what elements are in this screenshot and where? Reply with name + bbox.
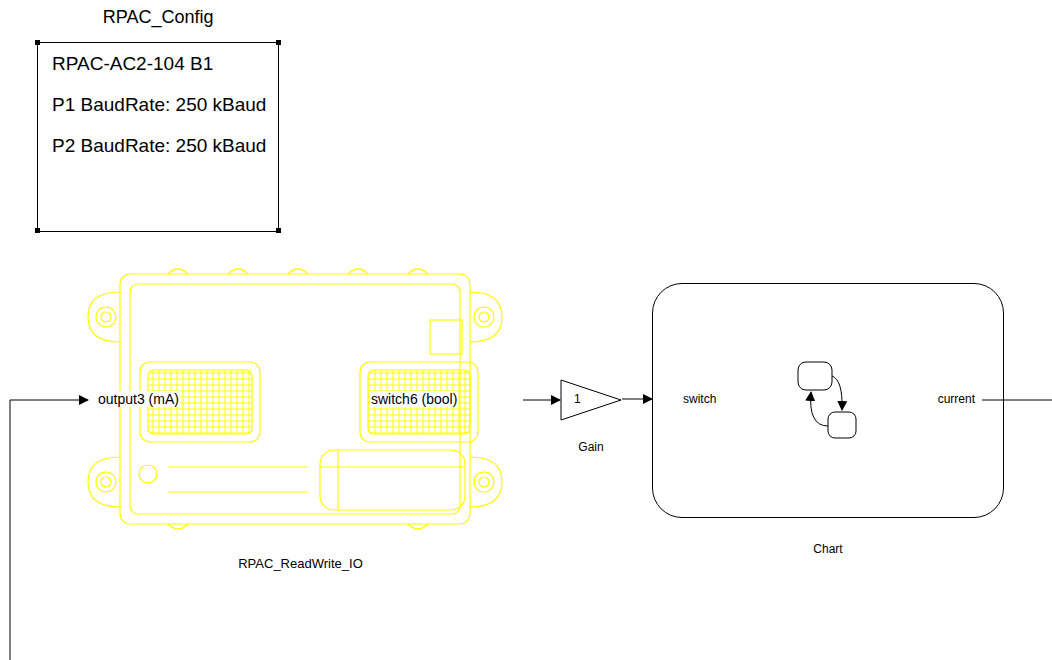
ecu-block: output3 (mA) switch6 (bool) RPAC_ReadWrite… [78, 262, 523, 582]
selection-handle [35, 40, 40, 45]
selection-handle [276, 40, 281, 45]
config-line: P2 BaudRate: 250 kBaud [52, 125, 266, 166]
ecu-illustration [78, 262, 523, 582]
block-name: Chart [653, 542, 1003, 556]
port-label: switch [683, 392, 716, 406]
gain-triangle [560, 378, 622, 422]
block-name: Gain [560, 440, 622, 454]
signal-line [622, 399, 652, 400]
feedback-wire [10, 400, 88, 660]
selection-handle [276, 228, 281, 233]
port-label: switch6 (bool) [370, 391, 458, 407]
gain-value: 1 [574, 392, 581, 406]
selection-handle [35, 228, 40, 233]
block-name: RPAC_ReadWrite_IO [78, 556, 523, 571]
block-name: RPAC_Config [38, 7, 278, 28]
config-line: RPAC-AC2-104 B1 [52, 43, 266, 84]
gain-block: 1Gain [560, 378, 622, 458]
config-box: RPAC_ConfigRPAC-AC2-104 B1P1 BaudRate: 2… [37, 42, 279, 232]
signal-line [523, 400, 560, 401]
config-line: P1 BaudRate: 250 kBaud [52, 84, 266, 125]
output-wire [982, 400, 1052, 401]
port-label: output3 (mA) [97, 391, 180, 407]
stateflow-chart: switchcurrentChart [652, 283, 1004, 518]
port-label: current [938, 392, 975, 406]
